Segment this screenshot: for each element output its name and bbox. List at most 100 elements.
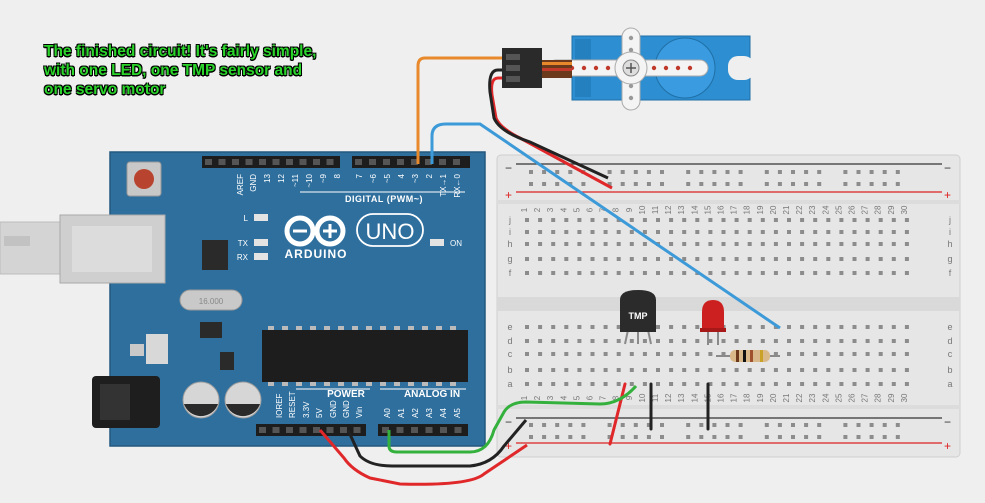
- pin-label: RESET: [288, 391, 297, 418]
- row-letter: i: [949, 227, 951, 237]
- bottom-rail-plus-left: +: [505, 439, 512, 453]
- pin-label: 4: [397, 173, 406, 178]
- column-number: 23: [808, 205, 817, 214]
- rx-label: RX: [237, 253, 249, 262]
- column-number: 27: [861, 393, 870, 402]
- column-number: 17: [730, 393, 739, 402]
- pin-label: GND: [329, 400, 338, 418]
- row-letter: d: [507, 336, 512, 346]
- row-letter: h: [947, 239, 952, 249]
- column-number: 24: [821, 205, 830, 214]
- row-letter: c: [948, 349, 953, 359]
- column-number: 3: [546, 207, 555, 212]
- column-number: 16: [717, 393, 726, 402]
- column-number: 1: [520, 395, 529, 400]
- wire-black-gnd-rail: [346, 419, 528, 468]
- pin-label: 5V: [315, 408, 324, 418]
- pin-label: GND: [249, 174, 258, 192]
- column-number: 29: [887, 393, 896, 402]
- pin-label: 12: [277, 173, 286, 182]
- pin-label: AREF: [236, 174, 245, 195]
- wire-green-tmp-analog: [387, 384, 638, 454]
- pin-label: ~6: [369, 173, 378, 183]
- analog-in-label: ANALOG IN: [404, 389, 460, 400]
- breadboard-jumpers[interactable]: [608, 382, 710, 446]
- pin-label: 13: [263, 173, 272, 182]
- column-number: 25: [834, 393, 843, 402]
- row-letter: g: [947, 254, 952, 264]
- column-number: 27: [861, 205, 870, 214]
- column-number: 6: [586, 395, 595, 400]
- column-number: 10: [638, 393, 647, 402]
- column-number: 13: [677, 205, 686, 214]
- pin-label: ~9: [319, 173, 328, 183]
- row-letter: e: [947, 322, 952, 332]
- arduino-logo-text: ARDUINO: [285, 247, 348, 261]
- red-led[interactable]: [700, 300, 726, 345]
- column-number: 26: [848, 393, 857, 402]
- breadboard[interactable]: − + − + − + − + 112233445566778899101011…: [496, 154, 961, 458]
- column-number: 8: [612, 395, 621, 400]
- tmp-sensor-label: TMP: [629, 311, 648, 321]
- column-number: 13: [677, 393, 686, 402]
- row-letter: d: [947, 336, 952, 346]
- arduino-infinity-logo: [284, 215, 346, 247]
- column-number: 14: [690, 205, 699, 214]
- column-number: 7: [599, 207, 608, 212]
- pin-label: A0: [383, 408, 392, 418]
- pin-label: RX←0: [453, 173, 462, 197]
- row-letter: a: [947, 379, 952, 389]
- column-number: 22: [795, 205, 804, 214]
- pin-label: Vin: [355, 407, 364, 418]
- row-letter: b: [507, 365, 512, 375]
- crystal-label: 16.000: [199, 297, 224, 306]
- column-number: 14: [690, 393, 699, 402]
- column-number: 15: [703, 205, 712, 214]
- column-number: 11: [651, 393, 660, 402]
- wire-blue-led-signal: [430, 122, 781, 330]
- pin-label: 3.3V: [302, 401, 311, 418]
- pin-label: GND: [342, 400, 351, 418]
- row-letter: c: [508, 349, 513, 359]
- annotation-line-1: The finished circuit! It's fairly simple…: [44, 43, 317, 60]
- pin-label: ~10: [305, 173, 314, 187]
- column-number: 28: [874, 205, 883, 214]
- column-number: 17: [730, 205, 739, 214]
- pin-label: ~11: [291, 173, 300, 187]
- column-number: 23: [808, 393, 817, 402]
- pin-label: TX→1: [439, 173, 448, 196]
- breadboard-column-numbers: 1122334455667788991010111112121313141415…: [520, 205, 909, 402]
- column-number: 10: [638, 205, 647, 214]
- column-number: 26: [848, 205, 857, 214]
- column-number: 18: [743, 393, 752, 402]
- pin-label: A2: [411, 408, 420, 418]
- column-number: 5: [572, 395, 581, 400]
- pin-label: A4: [439, 408, 448, 418]
- bottom-rail-plus-right: +: [944, 439, 951, 453]
- column-number: 8: [612, 207, 621, 212]
- top-rail-minus-left: −: [505, 161, 512, 175]
- led-l-label: L: [244, 214, 249, 223]
- tx-label: TX: [238, 239, 249, 248]
- column-number: 30: [900, 393, 909, 402]
- resistor[interactable]: [716, 350, 780, 362]
- column-number: 3: [546, 395, 555, 400]
- pin-label: A5: [453, 408, 462, 418]
- servo-motor[interactable]: [502, 27, 754, 111]
- column-number: 2: [533, 207, 542, 212]
- column-number: 6: [586, 207, 595, 212]
- power-label: POWER: [327, 389, 366, 400]
- column-number: 4: [559, 207, 568, 212]
- pin-label: 2: [425, 173, 434, 178]
- bottom-rail-minus-left: −: [505, 415, 512, 429]
- column-number: 20: [769, 205, 778, 214]
- tmp-sensor[interactable]: TMP: [620, 290, 656, 345]
- pin-label: ~3: [411, 173, 420, 183]
- wires[interactable]: [318, 56, 781, 486]
- wire-orange-servo-signal: [416, 56, 505, 164]
- digital-pwm-label: DIGITAL (PWM~): [345, 194, 423, 204]
- column-number: 21: [782, 205, 791, 214]
